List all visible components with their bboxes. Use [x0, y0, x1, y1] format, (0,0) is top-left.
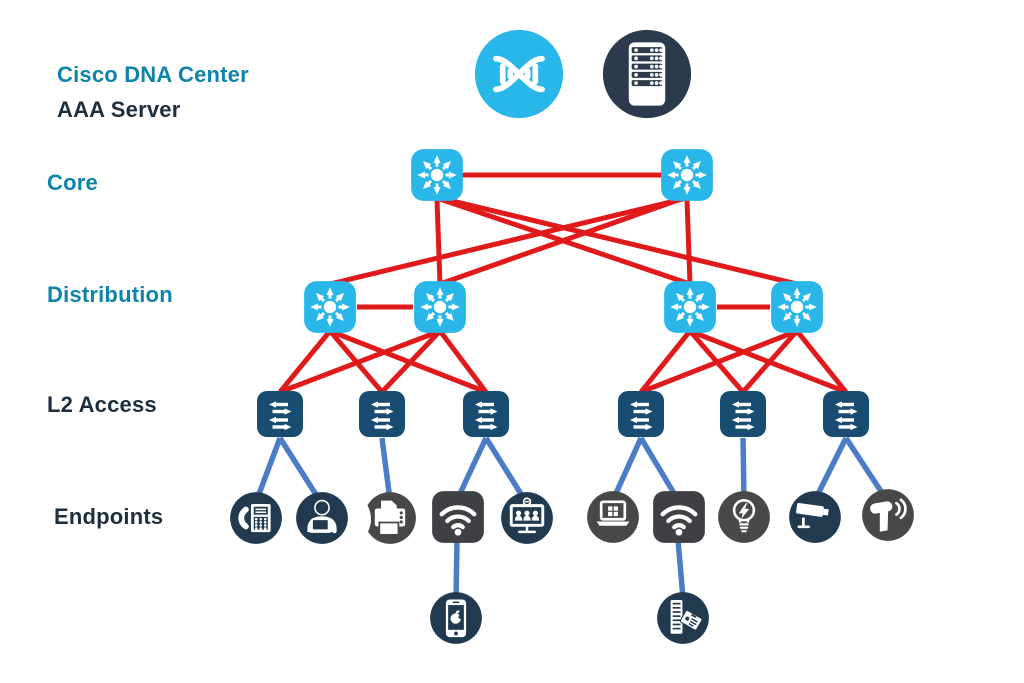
access-switch-4 — [617, 387, 665, 441]
endpoint-wireless-ap-2 — [652, 490, 706, 544]
endpoint-badge-reader — [656, 591, 710, 645]
distribution-switch-3 — [663, 280, 717, 334]
link-core2-dist2 — [439, 195, 685, 287]
lightbulb-icon — [717, 490, 771, 544]
user-laptop-icon — [295, 491, 349, 545]
wifi-icon — [652, 490, 706, 544]
security-camera-icon — [788, 490, 842, 544]
l3-switch-icon — [663, 280, 717, 334]
dna-icon — [473, 28, 565, 120]
badge-reader-icon — [656, 591, 710, 645]
ip-phone-icon — [229, 491, 283, 545]
distribution-switch-2 — [413, 280, 467, 334]
l2-switch-icon — [462, 387, 510, 441]
distribution-switch-1 — [303, 280, 357, 334]
endpoint-ip-phone — [229, 491, 283, 545]
link-dist1-access3 — [329, 328, 487, 395]
l2-switch-icon — [617, 387, 665, 441]
l2-switch-icon — [822, 387, 870, 441]
link-dist4-access6 — [795, 329, 848, 394]
endpoint-printer — [363, 491, 417, 545]
core-switch-2 — [660, 148, 714, 202]
server-icon — [601, 28, 693, 120]
l3-switch-icon — [413, 280, 467, 334]
laptop-icon — [586, 490, 640, 544]
link-dist2-access3 — [438, 329, 488, 394]
l2-switch-icon — [358, 387, 406, 441]
barcode-scanner-icon — [861, 488, 915, 542]
red-links — [278, 172, 848, 395]
endpoint-user-workstation — [295, 491, 349, 545]
endpoint-barcode-scanner — [861, 488, 915, 542]
cisco-dna-center-node — [473, 28, 565, 120]
link-dist4-access5 — [741, 329, 799, 394]
wifi-icon — [431, 490, 485, 544]
label-endpoints: Endpoints — [54, 504, 164, 529]
link-dist1-access2 — [328, 329, 384, 394]
link-dist2-access2 — [380, 329, 442, 394]
aaa-server-node — [601, 28, 693, 120]
link-dist2-access1 — [279, 328, 441, 395]
l3-switch-icon — [410, 148, 464, 202]
link-wifi2-badge — [675, 539, 686, 599]
link-dist3-access5 — [688, 329, 745, 394]
link-wifi1-iphone — [453, 539, 460, 599]
endpoint-telepresence — [500, 491, 554, 545]
label-distribution: Distribution — [47, 282, 173, 307]
smartphone-icon — [429, 591, 483, 645]
label-cisco-dna-center: Cisco DNA Center — [57, 62, 249, 87]
access-switch-5 — [719, 387, 767, 441]
endpoint-security-camera — [788, 490, 842, 544]
access-switch-1 — [256, 387, 304, 441]
access-switch-6 — [822, 387, 870, 441]
label-core: Core — [47, 170, 98, 195]
link-core1-dist2 — [434, 199, 443, 285]
distribution-switch-4 — [770, 280, 824, 334]
link-core2-dist3 — [684, 199, 693, 285]
core-switch-1 — [410, 148, 464, 202]
l2-switch-icon — [719, 387, 767, 441]
link-dist3-access6 — [689, 328, 847, 395]
link-dist4-access4 — [640, 328, 798, 395]
access-switch-3 — [462, 387, 510, 441]
l3-switch-icon — [303, 280, 357, 334]
link-dist3-access4 — [639, 329, 692, 394]
access-switch-2 — [358, 387, 406, 441]
telepresence-icon — [500, 491, 554, 545]
l2-switch-icon — [256, 387, 304, 441]
link-dist1-access1 — [278, 329, 332, 394]
l3-switch-icon — [770, 280, 824, 334]
endpoint-laptop — [586, 490, 640, 544]
link-core1-dist3 — [436, 195, 691, 287]
link-core2-dist1 — [329, 195, 688, 287]
label-l2-access: L2 Access — [47, 392, 157, 417]
endpoint-smart-light — [717, 490, 771, 544]
label-aaa-server: AAA Server — [57, 97, 181, 122]
link-core1-dist4 — [439, 195, 798, 287]
endpoint-iphone — [429, 591, 483, 645]
l3-switch-icon — [660, 148, 714, 202]
printer-icon — [363, 491, 417, 545]
endpoint-wireless-ap-1 — [431, 490, 485, 544]
